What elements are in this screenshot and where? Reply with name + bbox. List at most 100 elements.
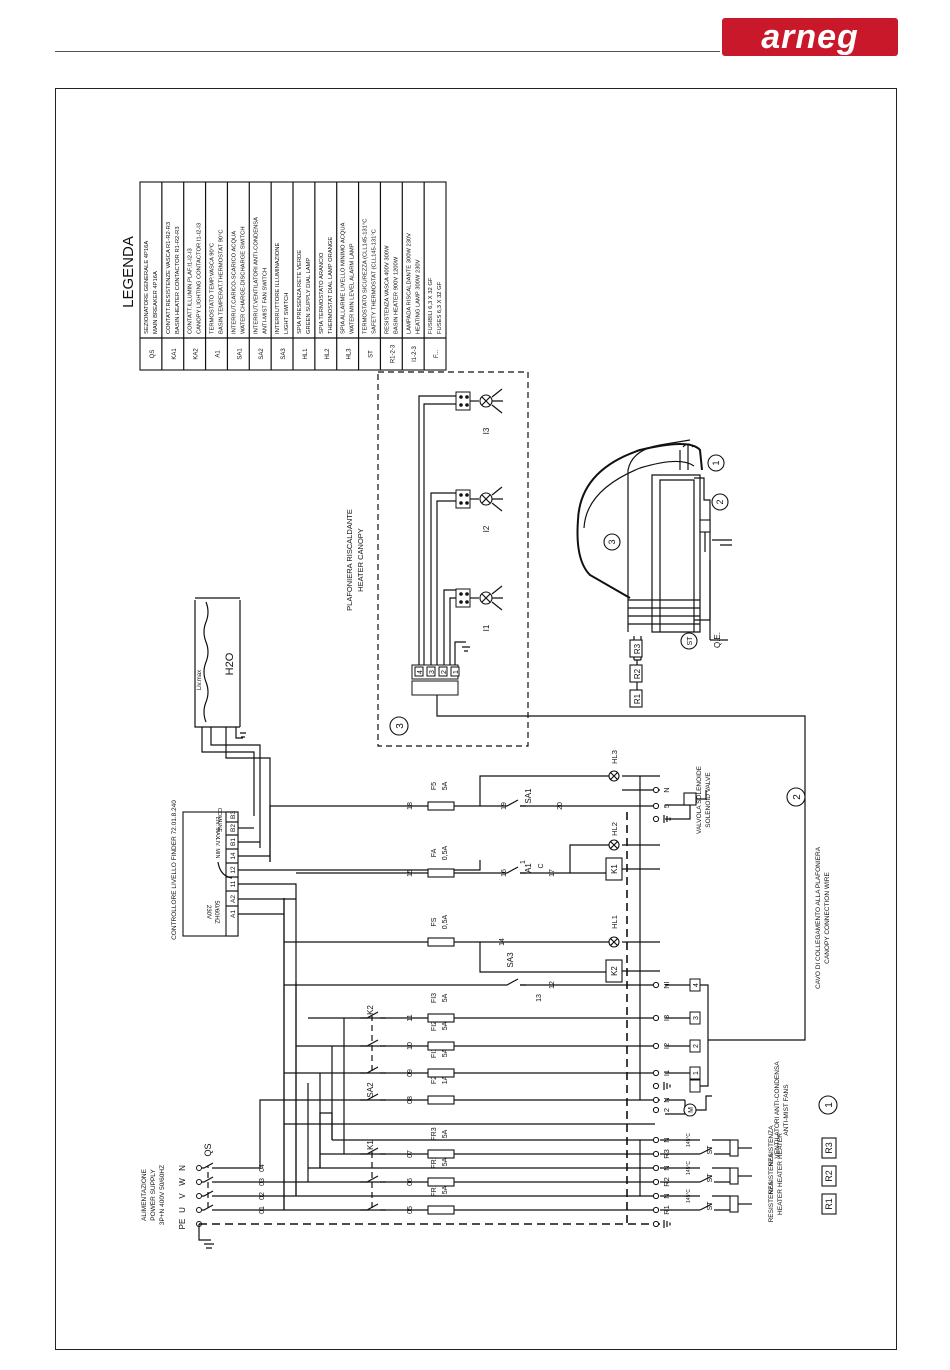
heater-label-en: HEATER: [777, 1133, 784, 1159]
cabinet-r1-box: [629, 689, 643, 708]
controller-pin-label-3: COMUNE: [216, 808, 222, 833]
legend-desc: TERMOSTATO SICUREZZA (CLL145-131°C: [363, 219, 369, 334]
contact-a1: [500, 866, 526, 874]
canopy-title-en: HEATER CANOPY: [356, 528, 365, 592]
legend-desc: WATER MIN LEVEL ALARM LAMP: [350, 243, 356, 334]
fuse-FI3-rating: 5A: [442, 993, 449, 1002]
fuse-FR3-id: FR3: [431, 1127, 438, 1140]
fuse-FI1: [427, 1068, 455, 1078]
wire-number-19: 19: [501, 802, 508, 810]
cabinet-r2-box: [629, 664, 643, 683]
canopy-marker: [389, 716, 409, 736]
contact-k1: [360, 1203, 386, 1211]
heater-element-R2: [729, 1167, 739, 1185]
coil-k2-label: K2: [610, 966, 619, 976]
legend-code: HL3: [347, 348, 353, 360]
cable-label-en: CANOPY CONNECTION WIRE: [824, 872, 831, 964]
lamp-hl3-label: HL3: [610, 750, 619, 764]
legend-desc: CANOPY LIGHTING CONTACTOR I1-I2-I3: [197, 223, 203, 334]
canopy-terminal-label: 1: [453, 670, 460, 674]
cabinet-drawing: R3 R2 R1 ST Q.E. 1 2 3: [576, 439, 732, 708]
legend-desc: SPIA TERMOSTATO ARANCIO: [319, 252, 325, 334]
neutral-feed: [233, 1099, 660, 1169]
ground-terminal: [652, 1220, 660, 1228]
terminal-label-2: 2: [662, 1108, 671, 1112]
wire-number-03: 03: [259, 1178, 266, 1186]
heater-label-it: RESISTENZA: [768, 1153, 775, 1194]
cabinet-drain: [709, 560, 728, 641]
wire-number-14: 14: [499, 938, 506, 946]
heater-code-R3: R3: [824, 1142, 834, 1154]
cabinet-body: [651, 474, 701, 633]
terminal-I3: [652, 1014, 660, 1022]
light-terminal-label-2: 2: [693, 1044, 700, 1048]
controller-pin-label-2: LIV. MIN: [214, 838, 220, 859]
legend-desc: BASIN HEATER 900V 1200W: [393, 256, 399, 334]
fuse-F2-rating: 1A: [442, 1075, 449, 1084]
contact-k2: [360, 1039, 386, 1047]
legend-desc: LAMPADA RISCALDANTE 300W 230V: [406, 233, 412, 334]
legend-desc: INTERRUTTORE ILLUMINAZIONE: [275, 243, 281, 334]
brand-logo: arneg: [722, 18, 898, 56]
legend-desc: HEATING LAMP 300W 230V: [415, 259, 421, 334]
contact-sa3-label: SA3: [506, 952, 515, 968]
terminal-N: [652, 1096, 660, 1104]
lamp-hl2-label: HL2: [610, 822, 619, 836]
terminal-N: [652, 1164, 660, 1172]
legend-code: SA2: [259, 348, 265, 360]
branch-wires: [269, 775, 660, 1211]
legend-desc: FUSIBILI 6,3 X 32 GF: [428, 277, 434, 334]
wire-number-17: 17: [549, 869, 556, 877]
terminal-label-5: 5: [662, 804, 671, 808]
contact-k2-label: K2: [366, 1005, 375, 1015]
fuse-FI2-id: FI2: [431, 1021, 438, 1031]
heater-element-R3: [729, 1139, 739, 1157]
tank-probe-wire-2: [210, 727, 261, 848]
wire-number-01: 01: [259, 1206, 266, 1214]
legend-desc: BASIN HEATER CONTACTOR R1-R2-R3: [175, 226, 181, 334]
cabinet-st: [680, 632, 698, 650]
legend-code: HL1: [303, 348, 309, 360]
supply-terminal: [196, 1179, 202, 1185]
wire-number-11: 11: [407, 1014, 414, 1021]
supply-ground: [198, 1224, 214, 1249]
light-terminal-label-1: 1: [693, 1071, 700, 1075]
canopy-lamp-socket: [455, 391, 471, 411]
cabinet-r1: R1: [633, 693, 642, 704]
cabinet-r3-box: [629, 639, 643, 658]
supply-terminal: [196, 1207, 202, 1213]
terminal-5: [652, 802, 660, 810]
fuse-FI1-rating: 5A: [442, 1048, 449, 1057]
canopy-ground: [454, 641, 470, 665]
heater-element-R1: [729, 1195, 739, 1213]
legend-desc: CONTATT.RESISTENZE VASCA R1-R2-R3: [166, 222, 172, 334]
fans-marker: [818, 1095, 838, 1115]
breaker-pole: [201, 1176, 214, 1183]
light-terminal-3: [689, 1011, 701, 1025]
legend-code: HL2: [325, 348, 331, 360]
canopy-marker-label: 3: [395, 723, 406, 729]
tank-ground: [235, 727, 246, 739]
heater-label-en: HEATER: [777, 1161, 784, 1187]
canopy-title-it: PLAFONIERA RISCALDANTE: [345, 509, 354, 611]
wire-number-09: 09: [407, 1069, 414, 1077]
fans: M VENTILATORI ANTI-CONDENSA ANTI-MIST FA…: [665, 1061, 838, 1159]
cabinet-marker-3: [603, 533, 621, 551]
heater-temp: 145°C: [686, 1161, 692, 1175]
cabinet-canopy-inner: [583, 460, 695, 529]
controller-frequency: 50/60HZ: [213, 900, 219, 923]
wire-number-16: 16: [501, 869, 508, 877]
controller-label: CONTROLLORE LIVELLO FINDER 72.01.8.240: [171, 800, 178, 940]
fuse-FA-id: FA: [431, 848, 438, 857]
controller-pin-strip: [225, 811, 239, 937]
wire-number-20: 20: [557, 802, 564, 810]
